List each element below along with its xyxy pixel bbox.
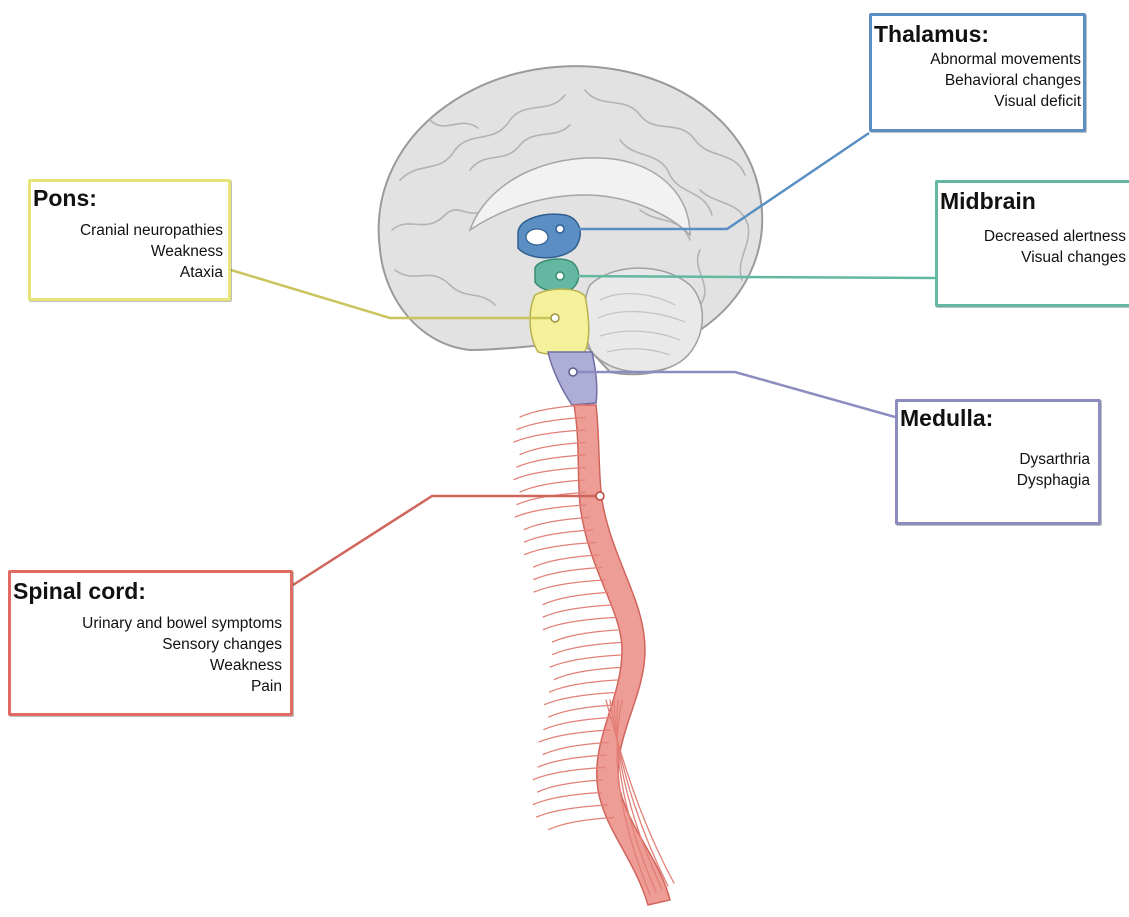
thalamus-label-box: Thalamus: Abnormal movements Behavioral … [869, 13, 1086, 132]
spinal-nerve-root [542, 604, 612, 618]
midbrain-title: Midbrain [940, 188, 1036, 214]
spinal-nerve-root [533, 554, 600, 568]
symptom-item: Pain [250, 678, 282, 695]
spinal-nerve-root [551, 641, 622, 656]
symptom-item: Dysphagia [1016, 472, 1090, 489]
symptom-item: Urinary and bowel symptoms [82, 615, 282, 632]
connector-dots [550, 224, 605, 501]
spinal-nerve-root [551, 629, 619, 643]
spinal-nerve-root [549, 654, 622, 668]
symptom-item: Weakness [150, 243, 223, 260]
medulla-region [547, 351, 598, 406]
spinal-nerve-root [523, 516, 591, 531]
medulla-symptom-list: Dysarthria Dysphagia [898, 449, 1098, 491]
spinal-cord-symptom-list: Urinary and bowel symptoms Sensory chang… [11, 613, 290, 697]
spinal-nerve-root [548, 704, 615, 718]
spinal-nerve-root [542, 741, 609, 756]
spinal-nerve-root [543, 691, 617, 706]
pons-region [529, 288, 590, 356]
symptom-item: Dysarthria [1019, 451, 1090, 468]
spinal-nerve-root [542, 616, 616, 631]
spinal-nerve-root [543, 716, 613, 731]
spinal-nerve-root [537, 754, 607, 768]
cauda-equina-strand [605, 699, 675, 884]
spinal-connector [292, 494, 600, 587]
spinal-nerve-root [536, 779, 604, 793]
spinal-nerve-root [519, 479, 586, 493]
spinal-nerve-root [542, 591, 609, 606]
spinal-cord [513, 404, 675, 906]
pons-symptom-list: Cranial neuropathies Weakness Ataxia [31, 220, 228, 283]
spinal-nerve-root [513, 466, 586, 481]
symptom-item: Decreased alertness [983, 228, 1126, 245]
spinal-nerve-root [553, 666, 621, 681]
spinal-cord-title: Spinal cord: [13, 578, 146, 604]
spinal-nerve-root [548, 816, 615, 831]
spinal-nerve-root [538, 729, 611, 743]
symptom-item: Visual changes [1021, 249, 1126, 266]
spinal-cord-label-box: Spinal cord: Urinary and bowel symptoms … [8, 570, 293, 716]
midbrain-connector [559, 274, 936, 280]
spinal-nerve-root [516, 454, 586, 468]
spinal-nerve-root [533, 579, 606, 593]
symptom-item: Visual deficit [994, 93, 1081, 110]
midbrain-label-box: Midbrain Decreased alertness Visual chan… [935, 180, 1129, 307]
symptom-item: Ataxia [179, 264, 223, 281]
spinal-nerve-root [548, 679, 619, 693]
thalamus-symptom-list: Abnormal movements Behavioral changes Vi… [872, 49, 1083, 112]
medulla-connector [573, 370, 896, 419]
medulla-label-box: Medulla: Dysarthria Dysphagia [895, 399, 1101, 525]
pons-label-box: Pons: Cranial neuropathies Weakness Atax… [28, 179, 231, 301]
symptom-item: Cranial neuropathies [79, 222, 223, 239]
symptom-item: Weakness [209, 657, 282, 674]
spinal-nerve-root [532, 766, 606, 781]
connector-lines [230, 131, 936, 587]
thalamus-title: Thalamus: [874, 21, 990, 47]
spinal-nerve-root [535, 804, 609, 818]
cauda-equina-strand [609, 699, 669, 887]
spinal-nerve-root [523, 529, 594, 543]
spinal-nerve-root [516, 416, 586, 431]
thalamus-connector [560, 131, 870, 231]
spinal-nerve-root [532, 791, 602, 806]
symptom-item: Behavioral changes [944, 72, 1081, 89]
midbrain-symptom-list: Decreased alertness Visual changes [938, 226, 1129, 268]
cauda-equina-strand [613, 699, 663, 890]
pons-title: Pons: [33, 185, 97, 211]
pons-connector [230, 268, 555, 320]
spinal-nerve-root [519, 441, 586, 456]
medulla-title: Medulla: [900, 405, 994, 431]
thalamus-region [517, 213, 581, 259]
cauda-equina-strand [616, 699, 657, 893]
spinal-nerve-root [523, 541, 597, 556]
spinal-nerve-root [514, 504, 587, 518]
spinal-nerve-root [533, 566, 603, 581]
spinal-nerve-root [513, 429, 586, 443]
cauda-equina-strand [616, 699, 651, 896]
spinal-nerve-root [516, 491, 586, 506]
symptom-item: Abnormal movements [930, 51, 1081, 68]
symptom-item: Sensory changes [162, 636, 282, 653]
spinal-nerve-root [519, 404, 586, 418]
